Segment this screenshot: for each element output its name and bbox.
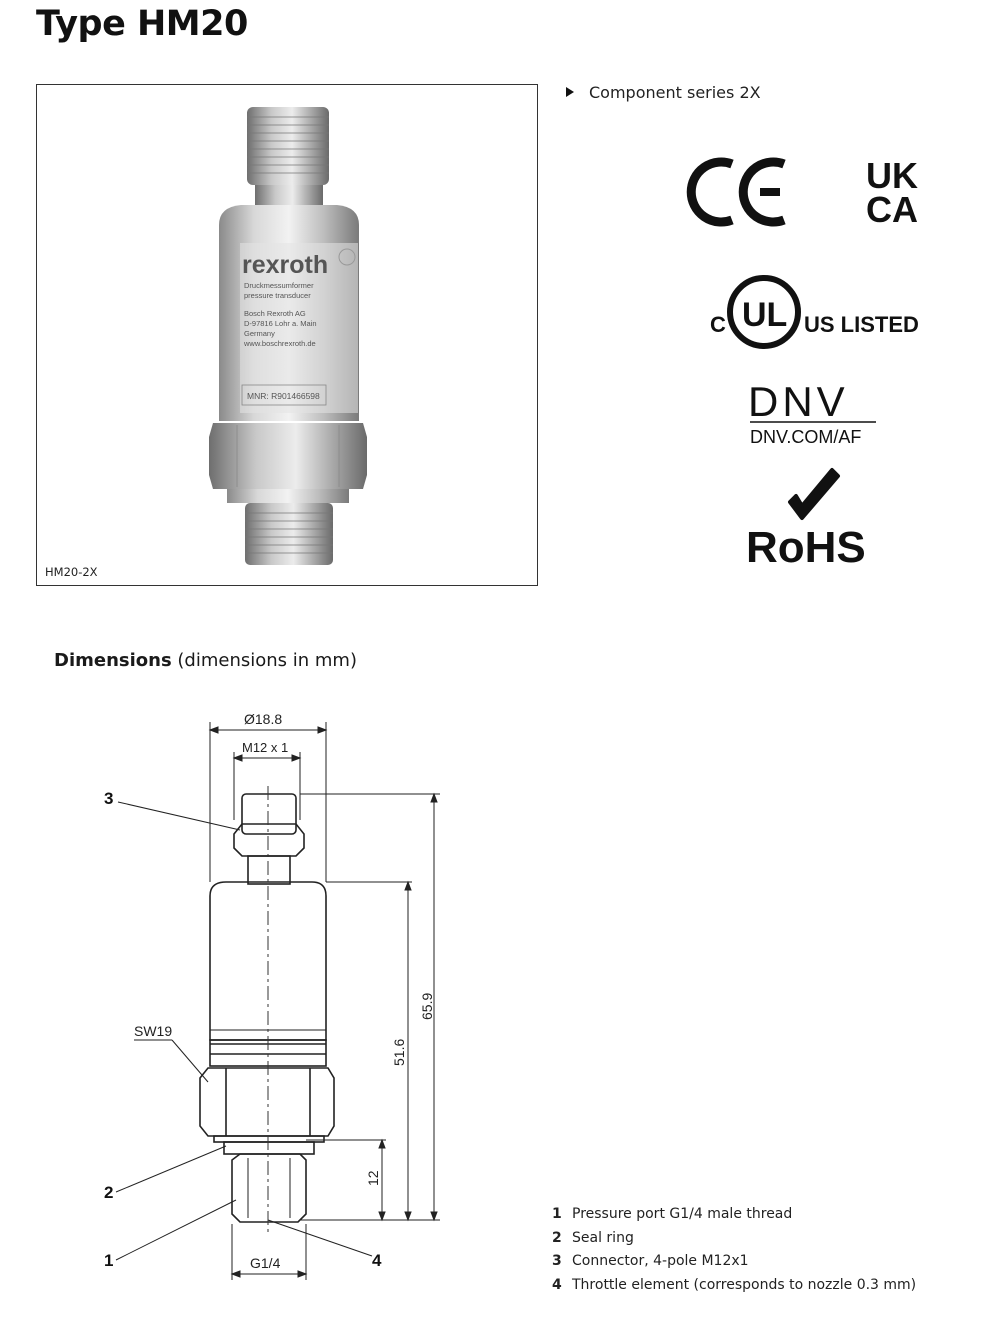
callout-4: 4 xyxy=(372,1251,382,1270)
component-series: Component series 2X xyxy=(566,83,761,102)
photo-label-line: www.boschrexroth.de xyxy=(243,339,316,348)
callout-1: 1 xyxy=(104,1251,113,1270)
dimensions-heading: Dimensions (dimensions in mm) xyxy=(54,650,357,671)
port-length-label: 12 xyxy=(365,1170,381,1186)
legend-item-text: Seal ring xyxy=(572,1229,634,1246)
legend-item-text: Throttle element (corresponds to nozzle … xyxy=(572,1276,917,1293)
rohs-label: RoHS xyxy=(746,523,866,572)
dimensions-heading-bold: Dimensions xyxy=(54,650,172,671)
transducer-photo-illustration: rexroth Druckmessumformer pressure trans… xyxy=(209,107,367,565)
ukca-top-label: UK xyxy=(866,155,918,196)
connector-collar xyxy=(233,823,305,857)
thread-dimension-label: M12 x 1 xyxy=(242,740,288,755)
photo-label-line: pressure transducer xyxy=(244,291,311,300)
ukca-bottom-label: CA xyxy=(866,189,918,230)
photo-label-line: Bosch Rexroth AG xyxy=(244,309,306,318)
photo-caption: HM20-2X xyxy=(45,565,98,579)
drawing-legend: 1 Pressure port G1/4 male thread 2 Seal ri… xyxy=(552,1203,916,1297)
photo-label-line: Germany xyxy=(244,329,275,338)
product-photo: rexroth Druckmessumformer pressure trans… xyxy=(36,84,538,586)
diameter-dimension-label: Ø18.8 xyxy=(244,711,282,727)
legend-item-number: 1 xyxy=(552,1206,562,1222)
hex-outline xyxy=(199,1067,335,1137)
body-length-label: 51.6 xyxy=(391,1039,407,1066)
port-thread-label: G1/4 xyxy=(250,1255,281,1271)
legend-item: 1 Pressure port G1/4 male thread xyxy=(552,1203,916,1227)
connector-neck xyxy=(247,855,291,885)
triangle-bullet-icon xyxy=(566,87,574,97)
legend-item-text: Pressure port G1/4 male thread xyxy=(572,1206,793,1222)
legend-item-number: 4 xyxy=(552,1276,562,1293)
dimensions-heading-rest: (dimensions in mm) xyxy=(171,650,357,671)
dimension-drawing: Ø18.8 M12 x 1 65.9 51.6 12 SW19 G1/4 3 2… xyxy=(104,711,440,1280)
component-series-label: Component series 2X xyxy=(589,83,761,102)
legend-item-text: Connector, 4-pole M12x1 xyxy=(572,1253,749,1269)
rohs-mark-icon: RoHS xyxy=(746,468,866,572)
legend-item: 3 Connector, 4-pole M12x1 xyxy=(552,1250,916,1274)
connector-outline xyxy=(241,793,297,835)
ul-c-label: C xyxy=(710,312,726,337)
ce-mark-icon xyxy=(686,157,786,227)
ul-mark-label: UL xyxy=(742,296,787,334)
page-title: Type HM20 xyxy=(36,4,248,44)
wrench-size-label: SW19 xyxy=(134,1023,172,1039)
photo-brand-label: rexroth xyxy=(242,251,328,279)
port-outline xyxy=(231,1153,307,1223)
photo-label-mnr: MNR: R901466598 xyxy=(247,391,320,401)
legend-item: 2 Seal ring xyxy=(552,1227,916,1251)
callout-3: 3 xyxy=(104,789,113,808)
overall-length-label: 65.9 xyxy=(419,993,435,1020)
certification-logos: UK CA C UL US LISTED DNV DNV.COM/AF RoHS xyxy=(686,155,919,572)
callout-2: 2 xyxy=(104,1183,113,1202)
legend-item-number: 3 xyxy=(552,1253,562,1269)
ul-listed-label: US LISTED xyxy=(804,312,919,337)
ul-listed-mark-icon: C UL US LISTED xyxy=(710,275,919,349)
legend-item-number: 2 xyxy=(552,1229,562,1246)
dnv-mark-icon: DNV DNV.COM/AF xyxy=(748,378,876,447)
body-outline xyxy=(209,881,327,1041)
legend-item: 4 Throttle element (corresponds to nozzle… xyxy=(552,1274,916,1298)
photo-label-line: D-97816 Lohr a. Main xyxy=(244,319,317,328)
photo-label-line: Druckmessumformer xyxy=(244,281,314,290)
dnv-name-label: DNV xyxy=(748,378,849,425)
dnv-url-label: DNV.COM/AF xyxy=(750,427,861,447)
ukca-mark-icon: UK CA xyxy=(866,155,918,230)
